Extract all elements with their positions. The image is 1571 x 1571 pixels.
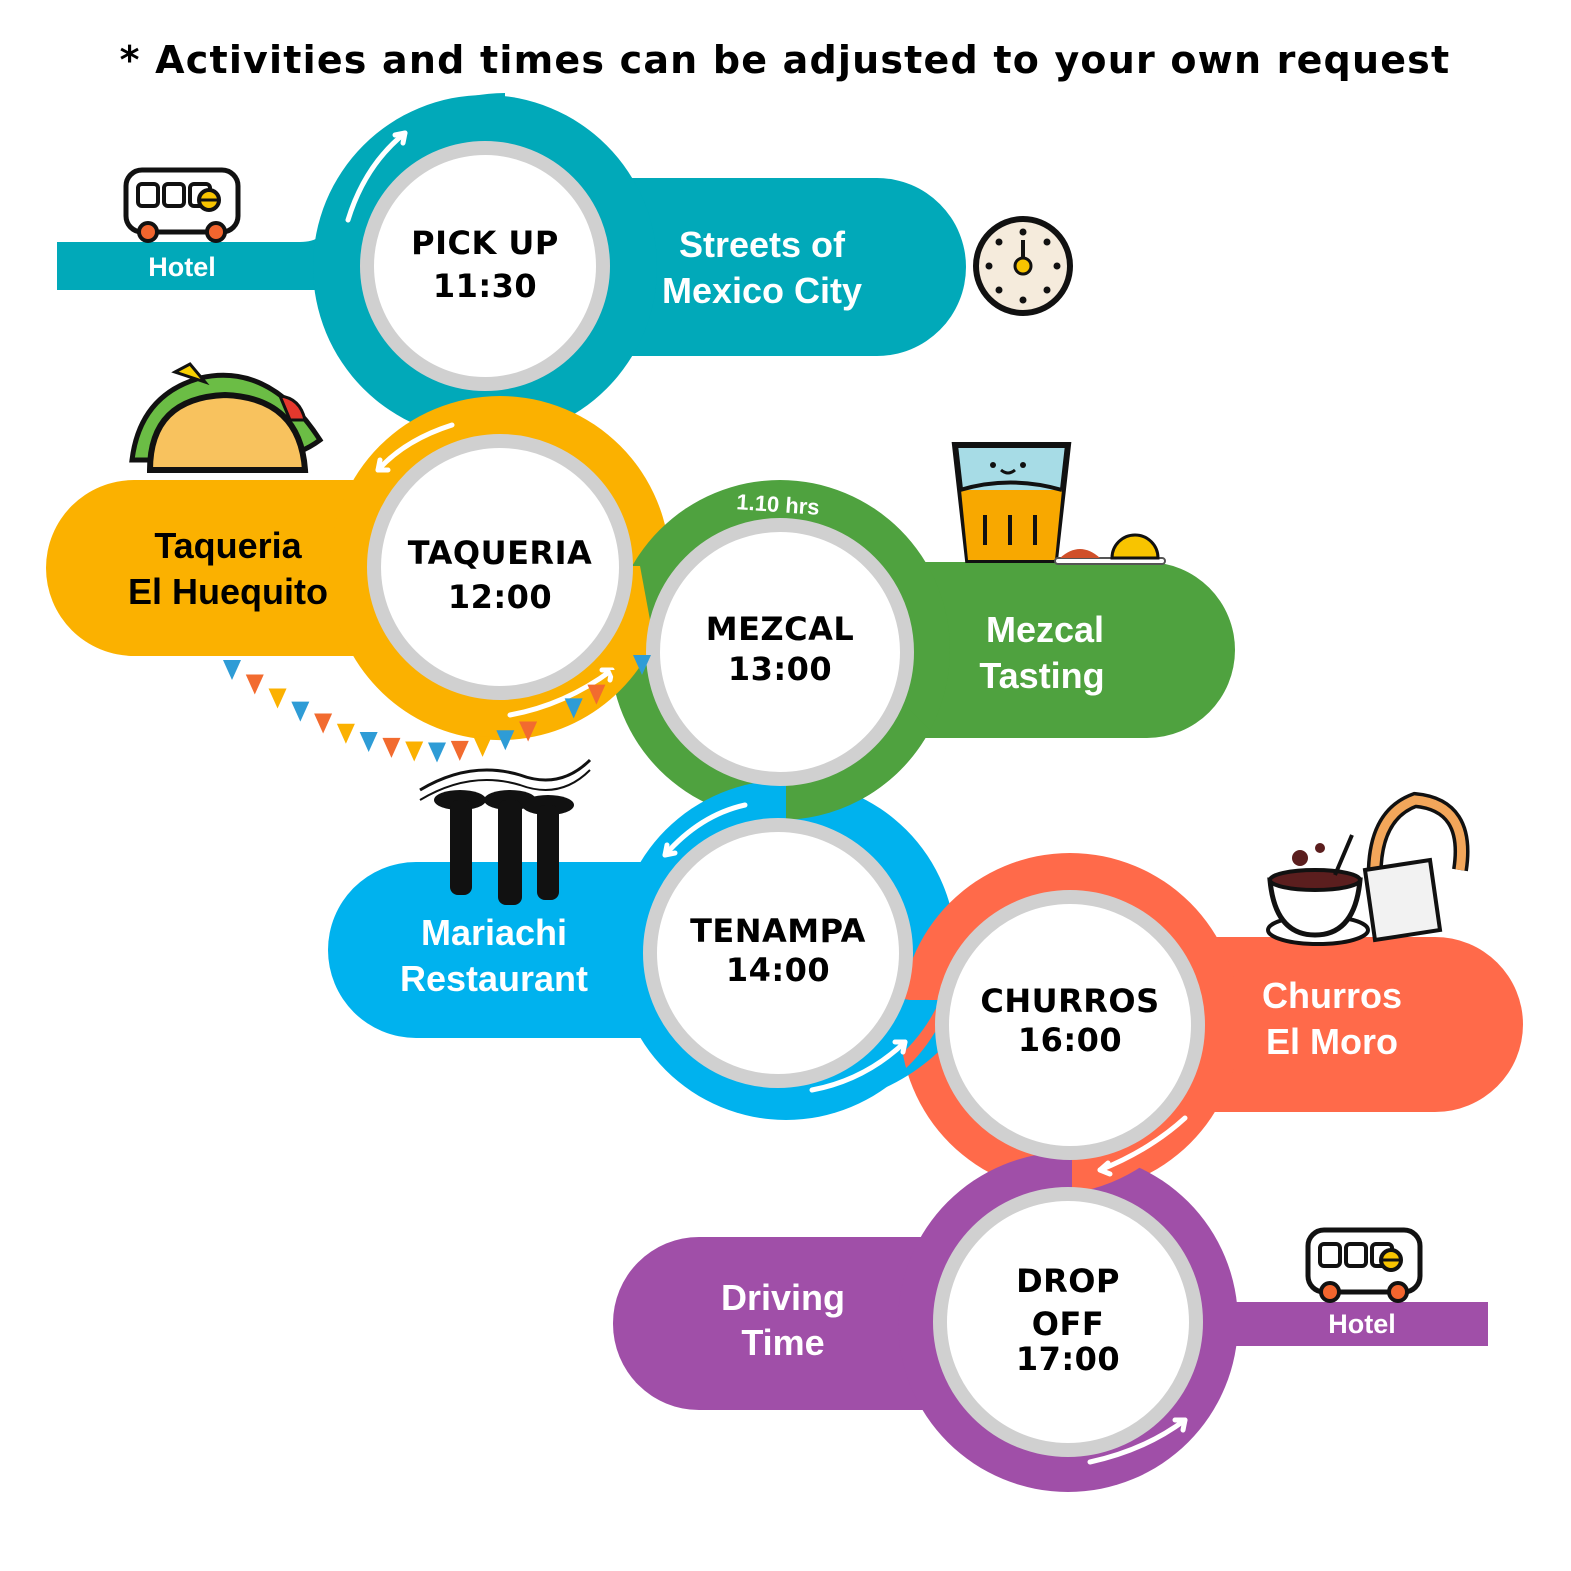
mezcal-place-2: Tasting <box>979 655 1104 696</box>
bunting-flag <box>610 670 629 691</box>
dropoff-label-2: OFF <box>1032 1305 1104 1343</box>
bunting-flag <box>519 721 538 742</box>
bunting-flag <box>314 713 333 734</box>
churros-label: CHURROS <box>980 982 1159 1020</box>
arrow-3 <box>507 667 615 718</box>
bunting-flag <box>382 737 401 758</box>
tenampa-circle <box>643 818 913 1088</box>
bunting-flag <box>428 742 446 763</box>
bunting-flag <box>268 688 287 709</box>
pickup-time: 11:30 <box>433 267 537 305</box>
dropoff-time: 17:00 <box>1016 1340 1120 1378</box>
taco-icon <box>129 362 324 473</box>
bunting-flag <box>359 731 378 752</box>
arrow-6 <box>1097 1115 1188 1173</box>
clock-icon <box>973 216 1073 316</box>
pickup-circle <box>360 141 610 391</box>
mezcal-place-1: Mezcal <box>986 609 1104 650</box>
stop-circles <box>360 141 1205 1457</box>
taqueria-circle <box>367 434 633 700</box>
page-title: * Activities and times can be adjusted t… <box>120 38 1451 82</box>
bunting-flag <box>496 730 515 751</box>
dropoff-place-1: Driving <box>721 1277 845 1318</box>
mezcal-time: 13:00 <box>728 650 832 688</box>
bunting-flag <box>291 701 310 722</box>
van-icon-end <box>1305 1227 1423 1303</box>
churros-circle <box>935 890 1205 1160</box>
churros-time: 16:00 <box>1018 1021 1122 1059</box>
taqueria-place-1: Taqueria <box>154 525 302 566</box>
hotel-end-track <box>1200 1302 1488 1346</box>
tenampa-place-1: Mariachi <box>421 912 567 953</box>
arrow-7 <box>1087 1417 1188 1465</box>
bunting-decoration <box>223 655 651 763</box>
mezcal-glass-icon <box>951 442 1166 565</box>
arrow-5 <box>809 1039 908 1093</box>
hotel-start-track <box>57 150 360 290</box>
pickup-place-2: Mexico City <box>662 270 862 311</box>
pickup-label: PICK UP <box>411 224 559 262</box>
bunting-flag <box>223 660 241 680</box>
dropoff-label-1: DROP <box>1016 1262 1120 1300</box>
mezcal-label: MEZCAL <box>706 610 855 648</box>
mezcal-circle <box>646 518 914 786</box>
dropoff-circle <box>933 1187 1203 1457</box>
bunting-flag <box>245 674 264 695</box>
van-icon <box>123 167 241 243</box>
bunting-flag <box>336 723 355 744</box>
hotel-start-label: Hotel <box>148 252 216 282</box>
tenampa-time: 14:00 <box>726 951 830 989</box>
bunting-flag <box>473 736 492 757</box>
hotel-end-label: Hotel <box>1328 1309 1396 1339</box>
bunting-flag <box>450 740 469 761</box>
arrow-2 <box>375 422 455 473</box>
bunting-flag <box>587 684 606 705</box>
tenampa-label: TENAMPA <box>690 912 866 950</box>
tenampa-place-2: Restaurant <box>400 958 588 999</box>
duration-label: 1.10 hrs <box>736 489 821 520</box>
taqueria-place-2: El Huequito <box>128 571 328 612</box>
churros-place-1: Churros <box>1262 975 1402 1016</box>
bunting-flag <box>405 741 424 762</box>
taqueria-label: TAQUERIA <box>408 534 592 572</box>
flow-arrows <box>345 130 1188 1465</box>
bunting-flag <box>541 710 560 731</box>
taqueria-time: 12:00 <box>448 578 552 616</box>
arrow-4 <box>662 802 748 858</box>
dropoff-place-2: Time <box>741 1322 824 1363</box>
arrow-1 <box>345 130 408 223</box>
pickup-place-1: Streets of <box>679 224 846 265</box>
churros-cup-icon <box>1266 791 1470 946</box>
bunting-flag <box>564 698 583 719</box>
churros-place-2: El Moro <box>1266 1021 1398 1062</box>
bunting-flag <box>633 655 651 675</box>
mariachi-icon <box>419 758 592 905</box>
